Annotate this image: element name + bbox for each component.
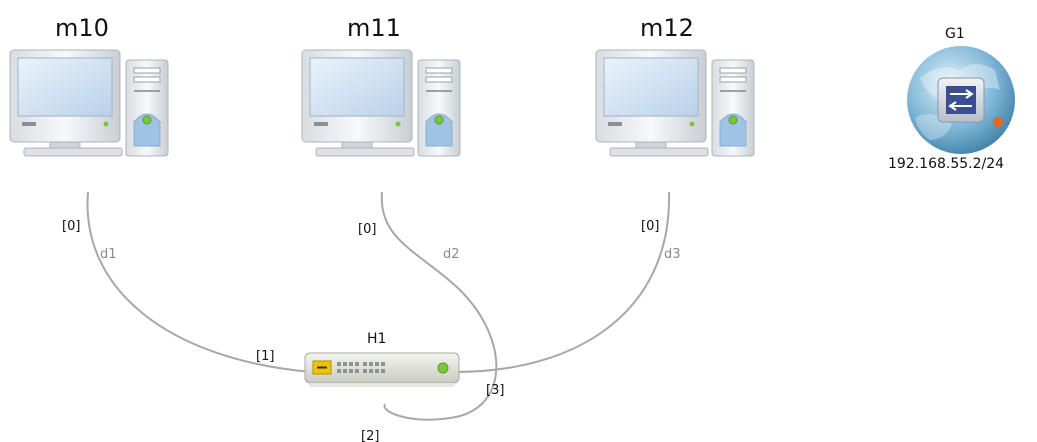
router-arrows-icon <box>948 89 974 111</box>
d1-port-a-label: [0] <box>62 219 80 234</box>
host-m10-label: m10 <box>55 14 109 42</box>
gateway-g1-label: G1 <box>945 26 965 42</box>
d3-port-a-label: [0] <box>641 219 659 234</box>
hub-h1-label: H1 <box>367 331 386 347</box>
host-m11-label: m11 <box>347 14 401 42</box>
d3-link-label: d3 <box>664 247 681 262</box>
gateway-g1[interactable] <box>907 46 1015 154</box>
d2-port-b-label: [2] <box>361 429 379 442</box>
gateway-g1-ip: 192.168.55.2/24 <box>888 156 1004 172</box>
link-d1-cable[interactable] <box>86 191 313 373</box>
d2-link-label: d2 <box>443 247 460 262</box>
d3-port-b-label: [3] <box>486 383 504 398</box>
link-d2-cable[interactable] <box>380 191 498 421</box>
d2-port-a-label: [0] <box>358 222 376 237</box>
host-m12[interactable] <box>595 49 755 157</box>
link-d3-cable[interactable] <box>454 191 671 373</box>
host-m12-label: m12 <box>640 14 694 42</box>
hub-h1[interactable] <box>304 352 460 387</box>
host-m10[interactable] <box>9 49 169 157</box>
d1-port-b-label: [1] <box>256 349 274 364</box>
d1-link-label: d1 <box>100 247 117 262</box>
host-m11[interactable] <box>301 49 461 157</box>
